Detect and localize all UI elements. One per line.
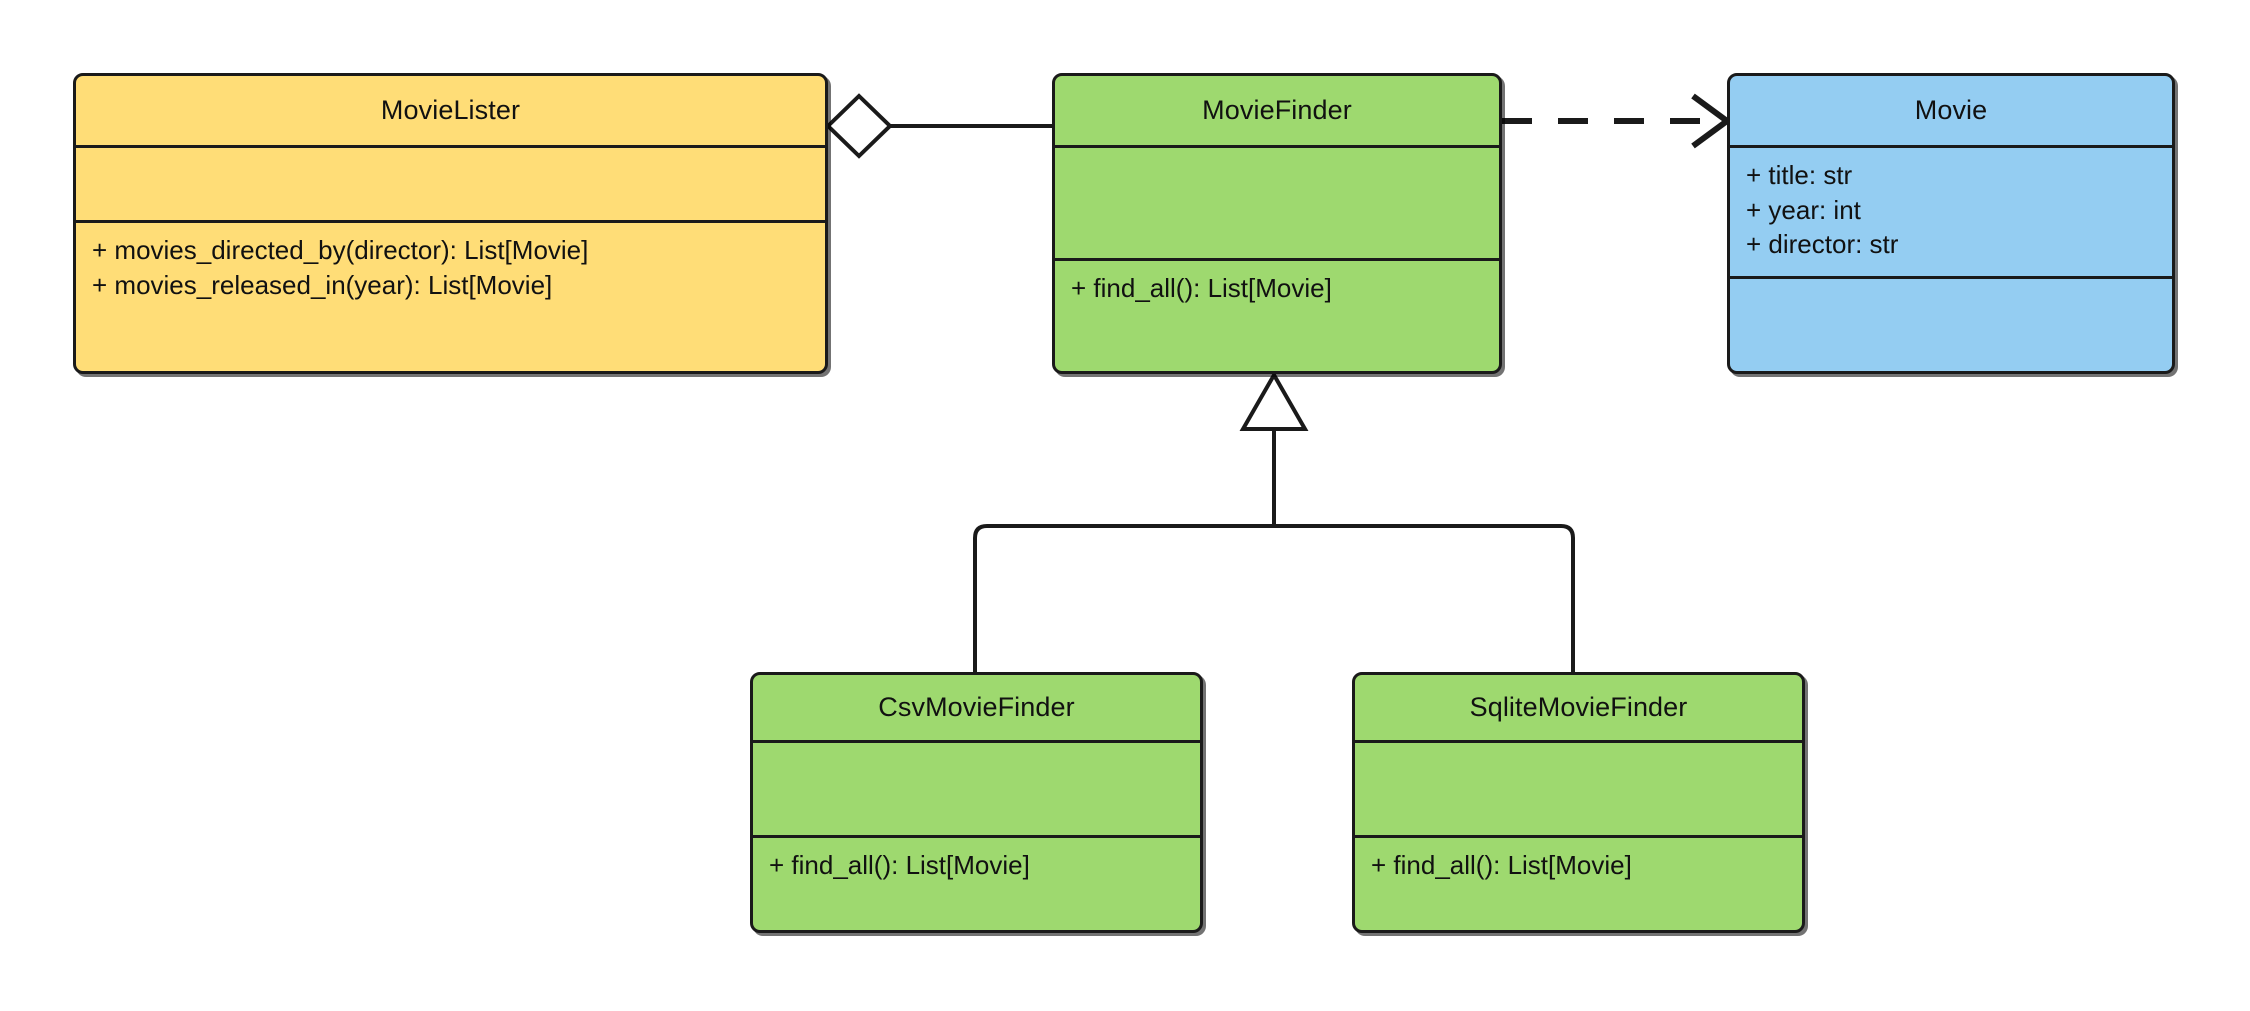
class-name-movie-finder: MovieFinder	[1055, 76, 1499, 148]
class-name-csv-movie-finder: CsvMovieFinder	[753, 675, 1200, 743]
operation-row: + find_all(): List[Movie]	[1371, 850, 1632, 880]
operation-row: + find_all(): List[Movie]	[769, 850, 1030, 880]
class-attributes-sqlite-movie-finder	[1355, 743, 1802, 838]
class-operations-sqlite-movie-finder: + find_all(): List[Movie]	[1355, 838, 1802, 891]
class-operations-csv-movie-finder: + find_all(): List[Movie]	[753, 838, 1200, 891]
edge-dependency-finder-movie	[1502, 93, 1733, 149]
class-box-csv-movie-finder[interactable]: CsvMovieFinder + find_all(): List[Movie]	[750, 672, 1203, 933]
class-box-movie[interactable]: Movie + title: str + year: int + directo…	[1727, 73, 2175, 374]
hollow-diamond-marker	[825, 93, 893, 159]
class-operations-movie-lister: + movies_directed_by(director): List[Mov…	[76, 223, 825, 310]
operation-row: + find_all(): List[Movie]	[1071, 273, 1332, 303]
attribute-row: + title: str	[1746, 160, 1853, 190]
class-box-movie-lister[interactable]: MovieLister + movies_directed_by(directo…	[73, 73, 828, 374]
edge-generalization-subclasses	[973, 370, 1575, 672]
class-operations-movie-finder: + find_all(): List[Movie]	[1055, 261, 1499, 314]
edge-aggregation-lister-finder	[825, 93, 1052, 159]
class-name-movie-lister: MovieLister	[76, 76, 825, 148]
open-arrow-marker	[1691, 93, 1733, 149]
class-attributes-movie: + title: str + year: int + director: str	[1730, 148, 2172, 279]
class-operations-movie	[1730, 279, 2172, 297]
attribute-row: + director: str	[1746, 229, 1899, 260]
class-name-sqlite-movie-finder: SqliteMovieFinder	[1355, 675, 1802, 743]
class-name-movie: Movie	[1730, 76, 2172, 148]
operation-row: + movies_directed_by(director): List[Mov…	[92, 235, 589, 265]
class-attributes-csv-movie-finder	[753, 743, 1200, 838]
attribute-row: + year: int	[1746, 194, 1861, 225]
class-attributes-movie-lister	[76, 148, 825, 223]
class-box-sqlite-movie-finder[interactable]: SqliteMovieFinder + find_all(): List[Mov…	[1352, 672, 1805, 933]
generalization-branch	[973, 524, 1575, 672]
class-box-movie-finder[interactable]: MovieFinder + find_all(): List[Movie]	[1052, 73, 1502, 374]
class-attributes-movie-finder	[1055, 148, 1499, 261]
hollow-triangle-marker	[1239, 370, 1309, 431]
operation-row: + movies_released_in(year): List[Movie]	[92, 269, 553, 300]
